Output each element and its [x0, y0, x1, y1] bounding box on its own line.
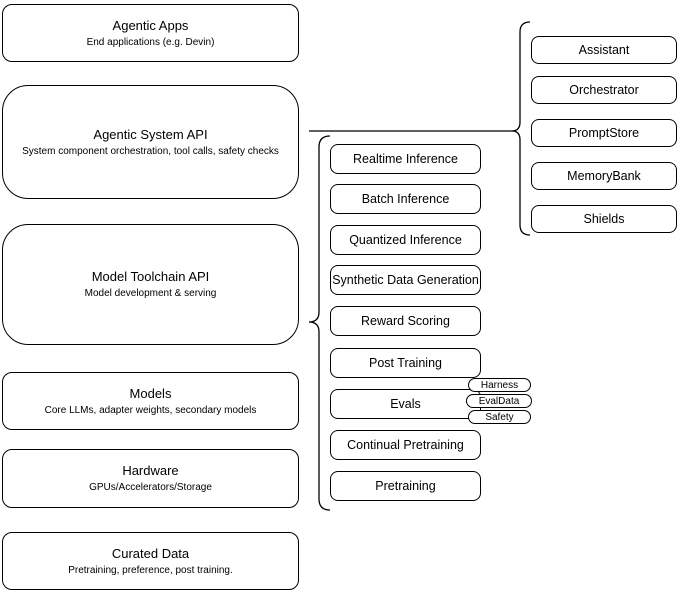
- curated-data-subtitle: Pretraining, preference, post training.: [68, 564, 233, 576]
- evals-label: Evals: [390, 397, 421, 411]
- orchestrator-box: Orchestrator: [531, 76, 677, 104]
- evaldata-pill: EvalData: [466, 394, 532, 408]
- agentic-system-api-title: Agentic System API: [93, 126, 208, 142]
- models-title: Models: [129, 385, 172, 401]
- models-subtitle: Core LLMs, adapter weights, secondary mo…: [44, 404, 257, 416]
- continual-pretraining-box: Continual Pretraining: [330, 430, 481, 460]
- curated-data-box: Curated Data Pretraining, preference, po…: [2, 532, 299, 590]
- harness-label: Harness: [480, 379, 519, 391]
- harness-pill: Harness: [468, 378, 531, 392]
- safety-label: Safety: [485, 411, 514, 423]
- agentic-system-api-box: Agentic System API System component orch…: [2, 85, 299, 199]
- curated-data-title: Curated Data: [111, 545, 190, 561]
- models-box: Models Core LLMs, adapter weights, secon…: [2, 372, 299, 430]
- shields-box: Shields: [531, 205, 677, 233]
- agentic-apps-subtitle: End applications (e.g. Devin): [86, 36, 215, 48]
- agentic-system-api-subtitle: System component orchestration, tool cal…: [22, 145, 279, 157]
- orchestrator-label: Orchestrator: [569, 83, 639, 97]
- pretraining-label: Pretraining: [375, 479, 436, 493]
- shields-label: Shields: [583, 212, 625, 226]
- assistant-label: Assistant: [578, 43, 630, 57]
- promptstore-box: PromptStore: [531, 119, 677, 147]
- realtime-inference-label: Realtime Inference: [353, 152, 458, 166]
- memorybank-label: MemoryBank: [567, 169, 641, 183]
- safety-pill: Safety: [468, 410, 531, 424]
- model-toolchain-api-box: Model Toolchain API Model development & …: [2, 224, 299, 345]
- batch-inference-label: Batch Inference: [361, 192, 450, 206]
- system-components-group-brace: [511, 21, 531, 236]
- realtime-inference-box: Realtime Inference: [330, 144, 481, 174]
- hardware-box: Hardware GPUs/Accelerators/Storage: [2, 449, 299, 508]
- model-toolchain-api-title: Model Toolchain API: [91, 269, 210, 284]
- hardware-title: Hardware: [122, 463, 179, 478]
- reward-scoring-label: Reward Scoring: [361, 314, 450, 328]
- promptstore-label: PromptStore: [568, 126, 640, 140]
- post-training-box: Post Training: [330, 348, 481, 378]
- hardware-subtitle: GPUs/Accelerators/Storage: [89, 482, 212, 493]
- pretraining-box: Pretraining: [330, 471, 481, 501]
- quantized-inference-label: Quantized Inference: [349, 233, 462, 247]
- post-training-label: Post Training: [369, 356, 442, 370]
- agentic-apps-box: Agentic Apps End applications (e.g. Devi…: [2, 4, 299, 62]
- quantized-inference-box: Quantized Inference: [330, 225, 481, 255]
- batch-inference-box: Batch Inference: [330, 184, 481, 214]
- assistant-box: Assistant: [531, 36, 677, 64]
- agentic-apps-title: Agentic Apps: [112, 17, 189, 33]
- continual-pretraining-label: Continual Pretraining: [347, 438, 464, 452]
- synthetic-data-generation-box: Synthetic Data Generation: [330, 265, 481, 295]
- synthetic-data-generation-label: Synthetic Data Generation: [332, 273, 479, 287]
- model-toolchain-api-subtitle: Model development & serving: [84, 288, 217, 299]
- toolchain-group-brace: [308, 135, 331, 511]
- evals-box: Evals: [330, 389, 481, 419]
- memorybank-box: MemoryBank: [531, 162, 677, 190]
- evaldata-label: EvalData: [478, 395, 520, 407]
- reward-scoring-box: Reward Scoring: [330, 306, 481, 336]
